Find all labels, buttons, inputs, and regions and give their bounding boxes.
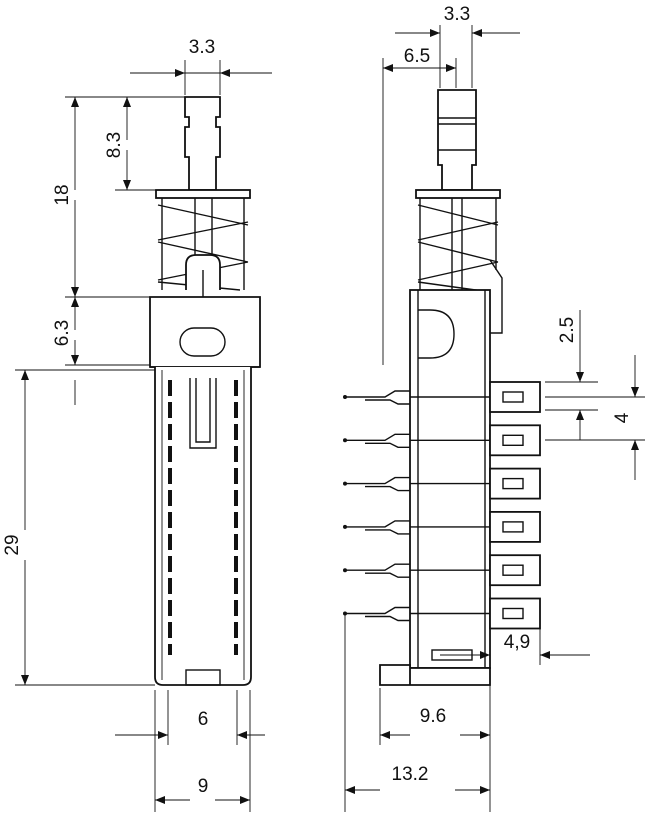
terminal-row — [343, 597, 541, 630]
dim-terminal-pitch: 4 — [612, 412, 633, 423]
pin-tip — [343, 395, 347, 399]
terminal — [489, 424, 541, 457]
dim-head-height: 6.3 — [52, 320, 73, 346]
body — [409, 289, 491, 669]
pin — [345, 390, 500, 405]
pin — [345, 476, 500, 492]
terminal — [489, 467, 541, 500]
terminal-slot — [502, 391, 524, 403]
dim-body-width: 9 — [198, 776, 209, 797]
terminal-row — [343, 467, 541, 500]
terminal — [489, 597, 541, 630]
pin-tip — [343, 524, 347, 529]
spring — [417, 204, 499, 293]
pin — [345, 520, 500, 535]
dim-terminal-width: 2.5 — [557, 317, 578, 343]
dim-top-height: 18 — [52, 184, 73, 205]
terminal-row — [343, 510, 541, 543]
dim-plunger-height: 8.3 — [104, 132, 125, 158]
terminal-slot — [502, 521, 524, 533]
terminal-row — [343, 381, 541, 413]
terminal — [489, 554, 541, 587]
front-view: 3.3 8.3 18 6.3 29 6 9 — [2, 37, 272, 812]
terminal-slot — [502, 607, 524, 620]
dim-plunger-offset: 6.5 — [404, 46, 430, 67]
terminal-slot — [502, 564, 524, 576]
terminal — [489, 510, 541, 543]
collar — [415, 189, 501, 199]
base-bracket — [379, 664, 491, 686]
terminal-slot — [502, 434, 524, 446]
dim-pin-span: 6 — [198, 709, 209, 730]
dim-body-height: 29 — [2, 534, 23, 555]
dim-plunger-width: 3.3 — [189, 37, 215, 58]
pin-tip — [343, 438, 347, 443]
dim-terminal-length: 4,9 — [504, 632, 530, 653]
pin — [345, 606, 500, 622]
collar — [155, 189, 251, 199]
terminal-slot — [502, 477, 524, 490]
side-view: 3.3 6.5 2.5 4 4,9 9.6 13.2 — [343, 4, 645, 812]
terminal-row — [343, 554, 541, 587]
pin-tip — [343, 611, 347, 616]
plunger — [437, 89, 477, 191]
terminal-row — [343, 424, 541, 457]
pin — [345, 433, 500, 448]
spring — [157, 204, 249, 291]
pin-tip — [343, 568, 347, 573]
dim-overall-width: 13.2 — [392, 764, 429, 785]
plunger — [184, 96, 221, 191]
terminal — [489, 381, 541, 413]
dim-base-width: 9.6 — [420, 706, 446, 727]
pin-tip — [343, 481, 347, 486]
pin — [345, 563, 500, 578]
terminal-rows — [343, 381, 541, 630]
dim-side-plunger-width: 3.3 — [444, 4, 470, 25]
